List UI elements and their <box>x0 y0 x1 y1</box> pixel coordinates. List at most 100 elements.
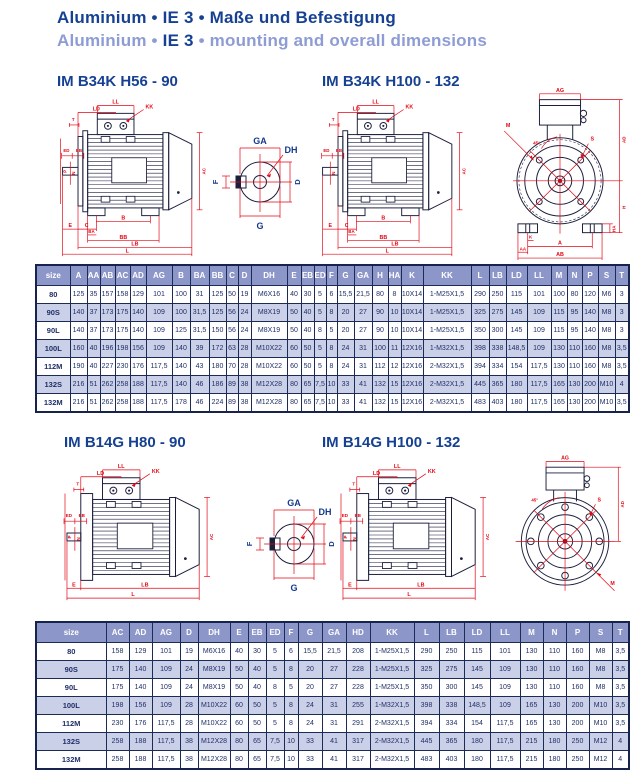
value-cell: 5 <box>325 321 338 340</box>
value-cell: 27 <box>353 321 373 340</box>
value-cell: M8 <box>597 303 616 322</box>
value-cell: 117,5 <box>145 357 173 376</box>
dim-label: P <box>67 535 72 538</box>
value-cell: M8X19 <box>197 678 231 697</box>
value-cell: 46 <box>189 375 210 394</box>
drawing-b34k-small-shaft-view: GA DH F D G <box>212 136 302 231</box>
drawing-b14g-large-side-view: LL LD KK T ED EB P N AC E LB L <box>339 464 490 601</box>
column-header-ED: ED <box>265 621 285 643</box>
value-cell: 3 <box>614 285 630 304</box>
value-cell: 80 <box>371 285 389 304</box>
drawing-b34k-small-side-view: LL LD KK T ED EB P N AC B E C BA BB LB L <box>60 100 206 257</box>
value-cell: 7,5 <box>265 750 285 770</box>
value-cell: 50 <box>286 321 302 340</box>
value-cell: 41 <box>321 750 347 770</box>
value-cell: 90 <box>371 303 389 322</box>
value-cell: 33 <box>336 393 355 413</box>
value-cell: 28 <box>179 696 199 715</box>
value-cell: 12X16 <box>400 339 424 358</box>
value-cell: 5 <box>283 678 299 697</box>
value-cell: 215 <box>519 750 544 770</box>
value-cell: 12X16 <box>400 393 424 413</box>
value-cell: 41 <box>353 393 373 413</box>
value-cell: 12X16 <box>400 375 424 394</box>
value-cell: 80 <box>286 393 302 413</box>
column-header-G: G <box>336 264 355 286</box>
value-cell: 10 <box>325 375 338 394</box>
value-cell: 3,5 <box>611 696 630 715</box>
dim-label: DH <box>319 507 332 517</box>
value-cell: 110 <box>542 642 567 661</box>
value-cell: 188 <box>128 732 153 751</box>
value-cell: 109 <box>526 339 552 358</box>
section-heading-b14g-small: IM B14G H80 - 90 <box>64 434 186 451</box>
value-cell: M12X28 <box>197 732 231 751</box>
value-cell: 140 <box>171 339 191 358</box>
dim-label: F <box>246 541 254 546</box>
value-cell: 60 <box>229 714 249 733</box>
value-cell: 10 <box>387 303 402 322</box>
dim-label: S <box>590 137 594 143</box>
value-cell: 109 <box>145 321 173 340</box>
value-cell: 38 <box>179 750 199 770</box>
value-cell: 115 <box>463 642 491 661</box>
column-header-M: M <box>550 264 568 286</box>
page-subtitle: Aluminium • IE 3 • mounting and overall … <box>57 31 487 51</box>
value-cell: 175 <box>105 660 130 679</box>
value-cell: M12X28 <box>250 393 288 413</box>
value-cell: 317 <box>345 750 371 770</box>
value-cell: 40 <box>247 660 267 679</box>
value-cell: 227 <box>99 357 116 376</box>
value-cell: 7,5 <box>265 732 285 751</box>
value-cell: 140 <box>171 357 191 376</box>
value-cell: 188 <box>128 750 153 770</box>
value-cell: 365 <box>488 375 507 394</box>
value-cell: 130 <box>566 393 583 413</box>
dim-label: DH <box>285 145 298 155</box>
value-cell: M10X22 <box>250 339 288 358</box>
value-cell: 398 <box>413 696 440 715</box>
value-cell: 175 <box>114 321 131 340</box>
value-cell: 350 <box>470 321 490 340</box>
value-cell: 1-M32X1,5 <box>422 339 472 358</box>
value-cell: 262 <box>99 393 116 413</box>
value-cell: 398 <box>470 339 490 358</box>
value-cell: 6 <box>283 642 299 661</box>
value-cell: 3,5 <box>614 393 630 413</box>
value-cell: 154 <box>505 357 528 376</box>
value-cell: 50 <box>286 303 302 322</box>
column-header-KK: KK <box>422 264 472 286</box>
value-cell: 110 <box>542 660 567 679</box>
value-cell: 230 <box>114 357 131 376</box>
motor-outline <box>66 477 200 581</box>
value-cell: 173 <box>99 303 116 322</box>
column-header-size: size <box>35 264 71 286</box>
column-header-ED: ED <box>313 264 327 286</box>
size-cell: 90L <box>35 321 71 340</box>
dim-label: LB <box>141 582 148 588</box>
value-cell: 175 <box>105 678 130 697</box>
value-cell: 130 <box>519 660 544 679</box>
value-cell: 262 <box>99 375 116 394</box>
value-cell: 28 <box>179 714 199 733</box>
size-cell: 132M <box>35 750 107 770</box>
column-header-AG: AG <box>151 621 181 643</box>
dim-label: GA <box>253 136 267 146</box>
value-cell: 60 <box>286 339 302 358</box>
value-cell: 291 <box>345 714 371 733</box>
column-header-AB: AB <box>99 264 116 286</box>
dim-label: S <box>598 497 602 503</box>
value-cell: 50 <box>229 678 249 697</box>
value-cell: 3,5 <box>611 660 630 679</box>
value-cell: 117,5 <box>489 750 521 770</box>
size-cell: 80 <box>35 285 71 304</box>
value-cell: 150 <box>208 321 227 340</box>
value-cell: 109 <box>151 678 181 697</box>
value-cell: 165 <box>519 696 544 715</box>
value-cell: 12X16 <box>400 357 424 376</box>
value-cell: 117,5 <box>489 714 521 733</box>
dim-label: ED <box>63 148 69 153</box>
value-cell: 41 <box>321 732 347 751</box>
value-cell: 24 <box>237 321 252 340</box>
